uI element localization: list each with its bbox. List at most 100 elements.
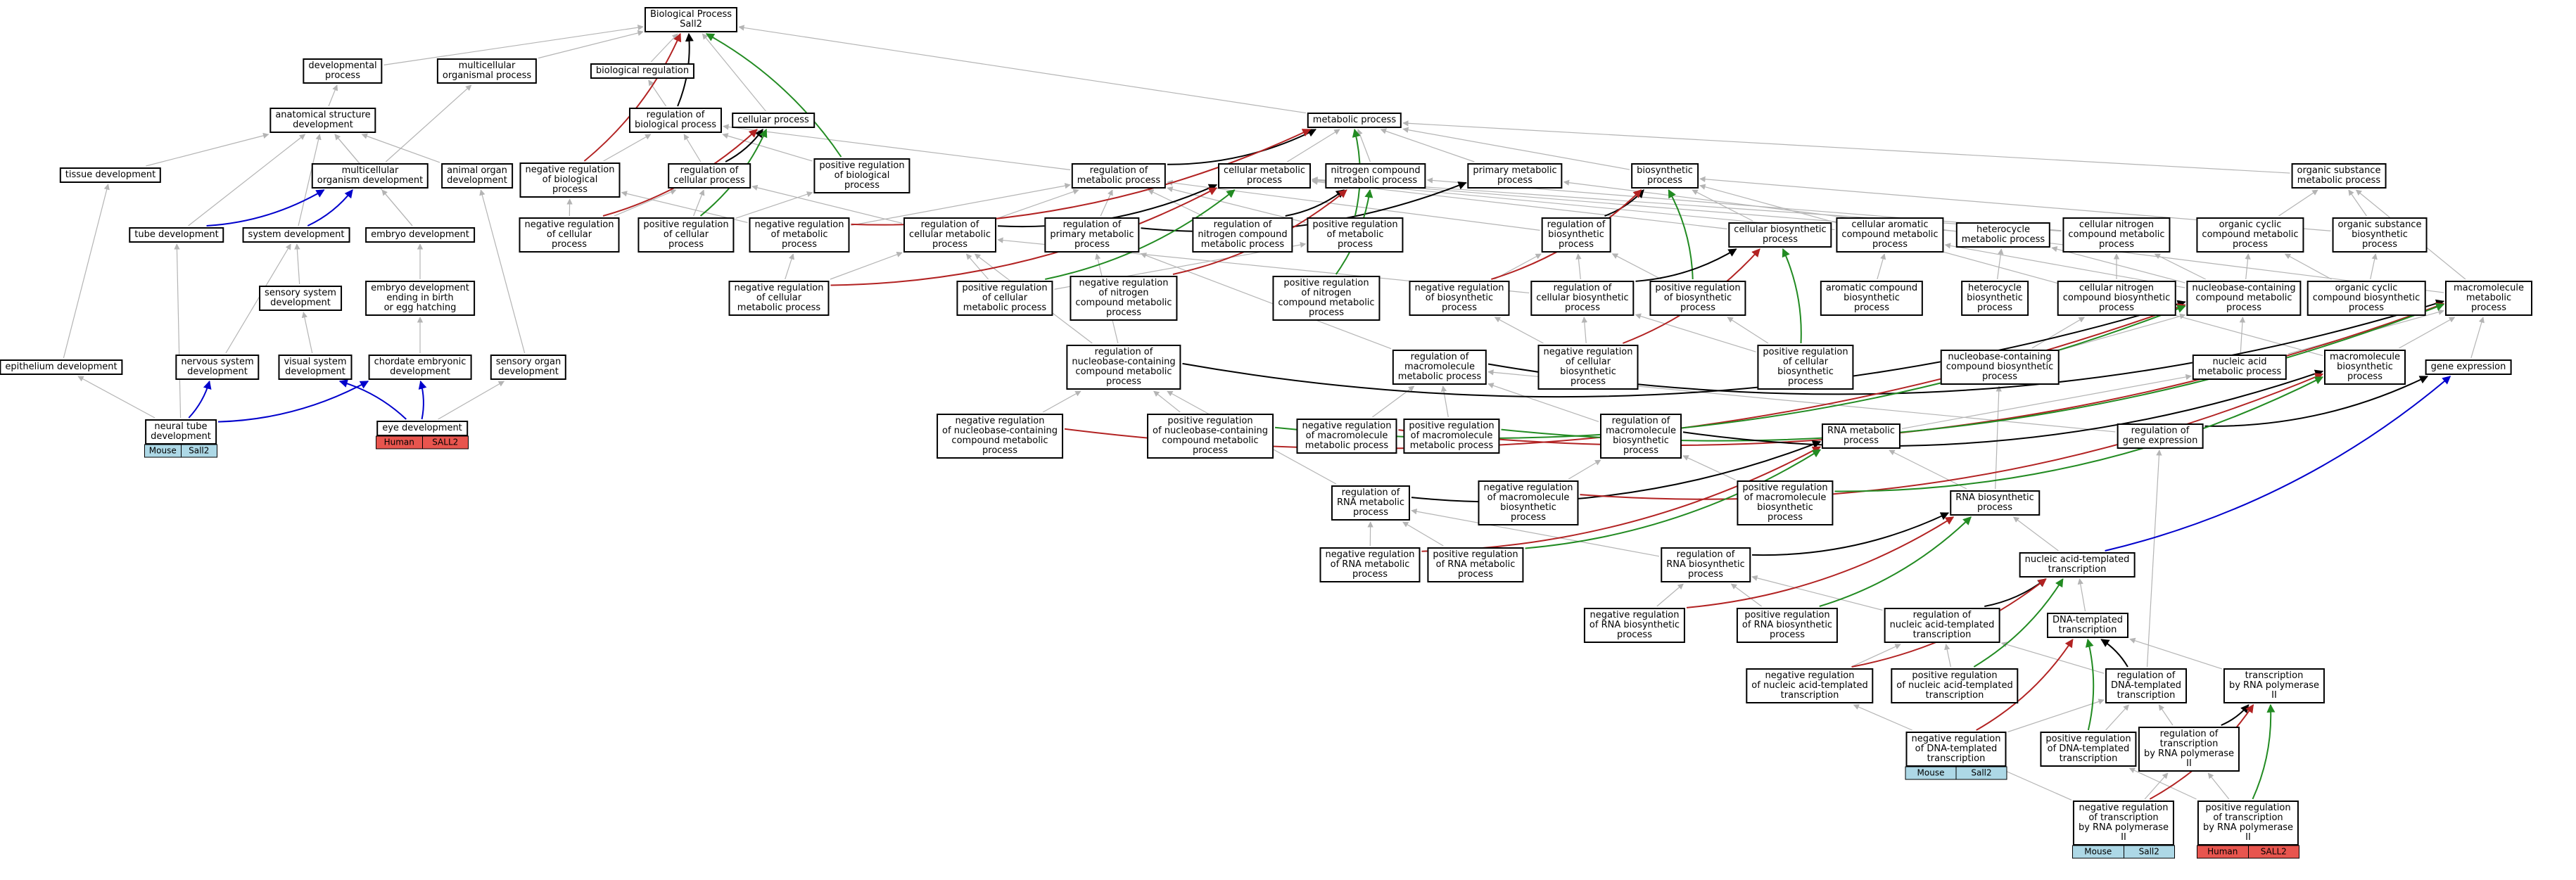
go-term-negregmet[interactable]: negative regulation of metabolic process bbox=[749, 217, 850, 253]
go-term-primmet[interactable]: primary metabolic process bbox=[1467, 163, 1563, 189]
go-term-posregmet[interactable]: positive regulation of metabolic process bbox=[1307, 217, 1404, 253]
go-term-posregcellmet[interactable]: positive regulation of cellular metaboli… bbox=[956, 281, 1053, 316]
go-term-negregrnamet[interactable]: negative regulation of RNA metabolic pro… bbox=[1319, 547, 1421, 582]
go-term-biosyn[interactable]: biosynthetic process bbox=[1631, 163, 1699, 189]
go-term-orgcyc[interactable]: organic cyclic compound metabolic proces… bbox=[2196, 217, 2304, 253]
go-term-sensorgan[interactable]: sensory organ development bbox=[490, 355, 567, 380]
go-term-sensory[interactable]: sensory system development bbox=[259, 286, 342, 311]
go-term-posregbiosyn[interactable]: positive regulation of biosynthetic proc… bbox=[1649, 281, 1746, 316]
go-term-posregtranspol2[interactable]: positive regulation of transcription by … bbox=[2197, 801, 2299, 846]
go-term-posregrnabio[interactable]: positive regulation of RNA biosynthetic … bbox=[1736, 608, 1839, 643]
go-term-regnuctrans[interactable]: regulation of nucleic acid-templated tra… bbox=[1884, 608, 2000, 643]
go-term-negregnitro[interactable]: negative regulation of nitrogen compound… bbox=[1070, 276, 1178, 321]
go-term-negregcellmet[interactable]: negative regulation of cellular metaboli… bbox=[728, 281, 830, 316]
go-term-orgcycbio[interactable]: organic cyclic compound biosynthetic pro… bbox=[2307, 281, 2426, 316]
go-term-negregnuctrans[interactable]: negative regulation of nucleic acid-temp… bbox=[1746, 668, 1874, 703]
go-term-regnucbase[interactable]: regulation of nucleobase-containing comp… bbox=[1066, 345, 1181, 390]
go-term-bioreg[interactable]: biological regulation bbox=[590, 63, 695, 79]
go-term-dnatrans[interactable]: DNA-templated transcription bbox=[2047, 613, 2128, 638]
edge-is-a bbox=[2239, 317, 2246, 354]
go-term-nucacid[interactable]: nucleic acid metabolic process bbox=[2192, 355, 2288, 380]
go-term-eye[interactable]: eye development bbox=[376, 421, 468, 436]
go-term-aod[interactable]: animal organ development bbox=[441, 163, 513, 189]
go-term-negregbiosyn[interactable]: negative regulation of biosynthetic proc… bbox=[1409, 281, 1510, 316]
go-term-macrobio[interactable]: macromolecule biosynthetic process bbox=[2323, 350, 2406, 385]
go-term-nucbasemet[interactable]: nucleobase-containing compound metabolic… bbox=[2186, 281, 2302, 316]
go-term-visual[interactable]: visual system development bbox=[278, 355, 353, 380]
edge-regulates bbox=[1751, 512, 1950, 556]
go-term-regmacrobio[interactable]: regulation of macromolecule biosynthetic… bbox=[1599, 414, 1682, 459]
go-term-hetero[interactable]: heterocycle metabolic process bbox=[1955, 222, 2051, 248]
go-term-rnabio[interactable]: RNA biosynthetic process bbox=[1950, 490, 2040, 516]
go-term-bp[interactable]: Biological Process Sall2 bbox=[644, 7, 738, 32]
go-term-regcellbiosyn[interactable]: regulation of cellular biosynthetic proc… bbox=[1530, 281, 1635, 316]
go-term-tube[interactable]: tube development bbox=[129, 227, 224, 243]
go-term-transpol2[interactable]: transcription by RNA polymerase II bbox=[2223, 668, 2326, 703]
go-term-regnitro[interactable]: regulation of nitrogen compound metaboli… bbox=[1192, 217, 1293, 253]
go-term-devproc[interactable]: developmental process bbox=[303, 58, 383, 84]
annotation-tag-org: Mouse bbox=[145, 445, 181, 457]
go-term-posregrnamet[interactable]: positive regulation of RNA metabolic pro… bbox=[1427, 547, 1524, 582]
go-term-posregnuctrans[interactable]: positive regulation of nucleic acid-temp… bbox=[1891, 668, 2019, 703]
go-term-cellarom[interactable]: cellular aromatic compound metabolic pro… bbox=[1836, 217, 1944, 253]
go-term-epith[interactable]: epithelium development bbox=[0, 359, 123, 375]
go-term-negregtranspol2[interactable]: negative regulation of transcription by … bbox=[2072, 801, 2175, 846]
go-term-rnamet[interactable]: RNA metabolic process bbox=[1821, 423, 1901, 449]
go-term-regbiosyn[interactable]: regulation of biosynthetic process bbox=[1541, 217, 1611, 253]
go-term-posregcell[interactable]: positive regulation of cellular process bbox=[637, 217, 735, 253]
go-term-posregnitro[interactable]: positive regulation of nitrogen compound… bbox=[1272, 276, 1381, 321]
go-term-nervous[interactable]: nervous system development bbox=[175, 355, 260, 380]
go-term-cellnitro[interactable]: cellular nitrogen compound metabolic pro… bbox=[2062, 217, 2171, 253]
go-term-posregcellbio[interactable]: positive regulation of cellular biosynth… bbox=[1757, 345, 1854, 390]
go-term-regrnabio[interactable]: regulation of RNA biosynthetic process bbox=[1661, 547, 1751, 582]
go-term-chordate[interactable]: chordate embryonic development bbox=[368, 355, 472, 380]
go-term-nucbasebio[interactable]: nucleobase-containing compound biosynthe… bbox=[1940, 350, 2060, 385]
go-term-negregnucbase[interactable]: negative regulation of nucleobase-contai… bbox=[937, 414, 1063, 459]
go-term-cellnitrobio[interactable]: cellular nitrogen compound biosynthetic … bbox=[2057, 281, 2176, 316]
go-term-negregmacro[interactable]: negative regulation of macromolecule met… bbox=[1296, 419, 1397, 454]
go-term-regcellmet[interactable]: regulation of cellular metabolic process bbox=[903, 217, 996, 253]
go-term-neural[interactable]: neural tube development bbox=[145, 419, 217, 445]
go-term-regmacro[interactable]: regulation of macromolecule metabolic pr… bbox=[1392, 350, 1487, 385]
go-term-asd[interactable]: anatomical structure development bbox=[269, 108, 376, 133]
go-term-nuctrans[interactable]: nucleic acid-templated transcription bbox=[2019, 552, 2136, 578]
go-term-posregmacrobio[interactable]: positive regulation of macromolecule bio… bbox=[1737, 480, 1834, 525]
go-term-regrnamet[interactable]: regulation of RNA metabolic process bbox=[1331, 485, 1411, 521]
go-term-regdnatrans[interactable]: regulation of DNA-templated transcriptio… bbox=[2105, 668, 2187, 703]
go-term-regbio[interactable]: regulation of biological process bbox=[628, 108, 723, 133]
go-term-negregmacrobio[interactable]: negative regulation of macromolecule bio… bbox=[1478, 480, 1579, 525]
go-term-reggeneexp[interactable]: regulation of gene expression bbox=[2117, 423, 2204, 449]
go-term-cellbiosyn[interactable]: cellular biosynthetic process bbox=[1728, 222, 1832, 248]
go-term-posregdnatrans[interactable]: positive regulation of DNA-templated tra… bbox=[2040, 732, 2137, 767]
edge-regulates bbox=[2204, 376, 2428, 427]
go-term-regmet[interactable]: regulation of metabolic process bbox=[1071, 163, 1167, 189]
go-term-nitro[interactable]: nitrogen compound metabolic process bbox=[1325, 163, 1426, 189]
go-term-negregbio[interactable]: negative regulation of biological proces… bbox=[519, 162, 621, 198]
go-term-regtranspol2[interactable]: regulation of transcription by RNA polym… bbox=[2138, 727, 2240, 772]
go-term-cellmet[interactable]: cellular metabolic process bbox=[1218, 163, 1311, 189]
go-term-mod[interactable]: multicellular organism development bbox=[311, 163, 429, 189]
go-term-embryobirth[interactable]: embryo development ending in birth or eg… bbox=[365, 281, 475, 316]
go-term-posregmacro[interactable]: positive regulation of macromolecule met… bbox=[1403, 419, 1500, 454]
go-term-tissue[interactable]: tissue development bbox=[59, 167, 162, 183]
go-term-negregcellbio[interactable]: negative regulation of cellular biosynth… bbox=[1537, 345, 1639, 390]
go-term-macromet[interactable]: macromolecule metabolic process bbox=[2445, 281, 2532, 316]
go-term-negregcell[interactable]: negative regulation of cellular process bbox=[519, 217, 620, 253]
go-term-posregnucbase[interactable]: positive regulation of nucleobase-contai… bbox=[1147, 414, 1274, 459]
go-term-orgsub[interactable]: organic substance metabolic process bbox=[2291, 163, 2387, 189]
go-term-metproc[interactable]: metabolic process bbox=[1307, 113, 1402, 128]
go-term-orgsubbio[interactable]: organic substance biosynthetic process bbox=[2332, 217, 2428, 253]
go-term-heterobio[interactable]: heterocycle biosynthetic process bbox=[1961, 281, 2029, 316]
go-term-cellproc[interactable]: cellular process bbox=[732, 113, 815, 128]
go-term-regcell[interactable]: regulation of cellular process bbox=[668, 163, 751, 189]
go-term-sysdev[interactable]: system development bbox=[242, 227, 350, 243]
go-term-negregdnatrans[interactable]: negative regulation of DNA-templated tra… bbox=[1905, 732, 2007, 767]
go-term-negregrnabio[interactable]: negative regulation of RNA biosynthetic … bbox=[1583, 608, 1686, 643]
go-term-geneexp[interactable]: gene expression bbox=[2425, 359, 2512, 375]
go-term-multiproc[interactable]: multicellular organismal process bbox=[436, 58, 538, 84]
go-term-posregbio[interactable]: positive regulation of biological proces… bbox=[813, 158, 911, 193]
go-term-arombio[interactable]: aromatic compound biosynthetic process bbox=[1820, 281, 1924, 316]
go-term-embryo[interactable]: embryo development bbox=[365, 227, 475, 243]
go-term-regprimmet[interactable]: regulation of primary metabolic process bbox=[1044, 217, 1140, 253]
